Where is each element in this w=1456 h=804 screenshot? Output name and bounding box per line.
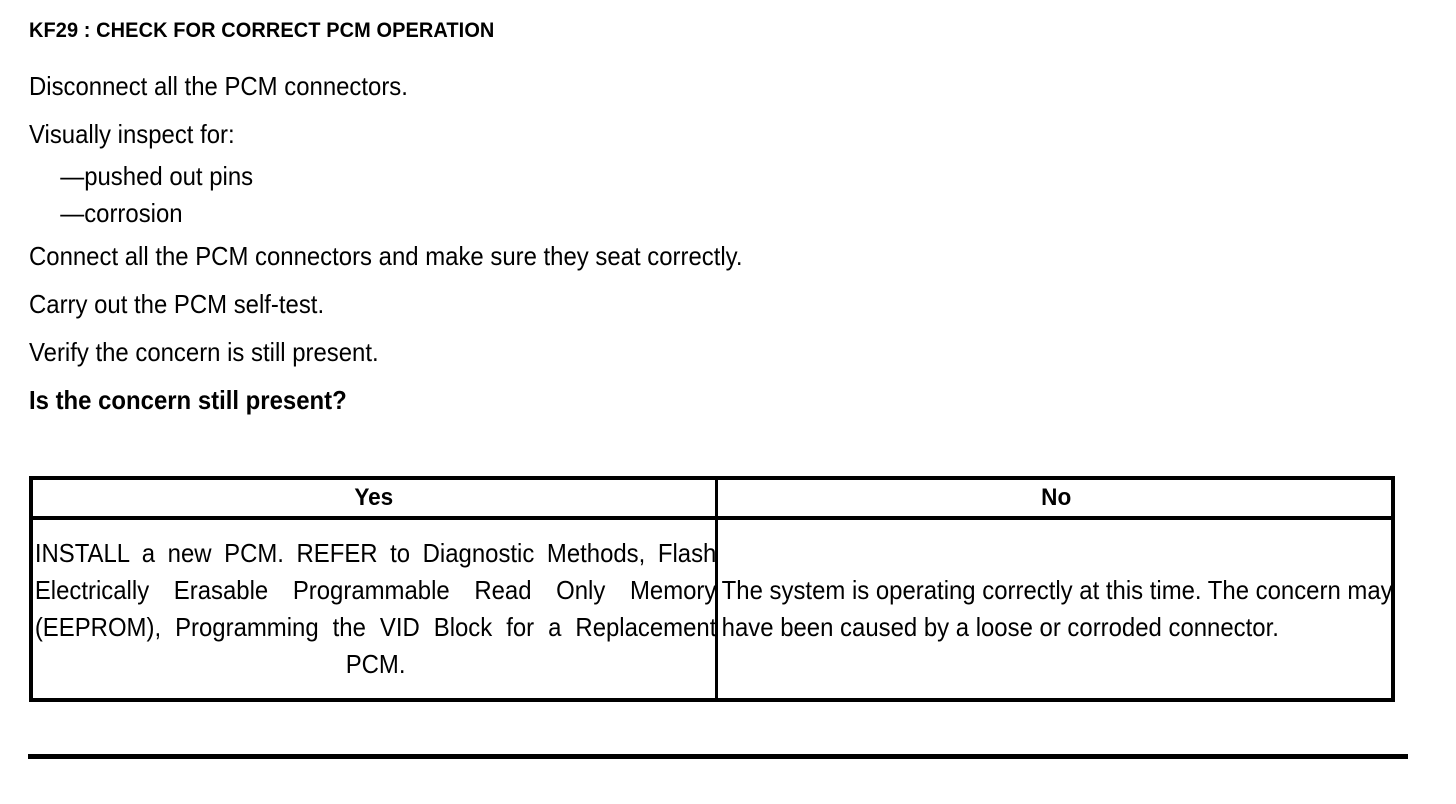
section-divider-rule xyxy=(28,754,1408,759)
procedure-step: Connect all the PCM connectors and make … xyxy=(29,241,743,271)
procedure-step: Visually inspect for: xyxy=(29,119,235,149)
decision-table: Yes No INSTALL a new PCM. REFER to Diagn… xyxy=(29,476,1395,702)
procedure-subitem: —corrosion xyxy=(60,198,183,228)
procedure-question: Is the concern still present? xyxy=(29,385,347,415)
procedure-subitem: —pushed out pins xyxy=(60,161,254,191)
procedure-step: Disconnect all the PCM connectors. xyxy=(29,71,408,101)
column-header-yes: Yes xyxy=(53,480,697,520)
cell-yes-text: INSTALL a new PCM. REFER to Diagnostic M… xyxy=(34,538,717,679)
page-title: KF29 : CHECK FOR CORRECT PCM OPERATION xyxy=(29,19,495,42)
cell-no-text: The system is operating correctly at thi… xyxy=(721,575,1393,642)
procedure-list: Disconnect all the PCM connectors. Visua… xyxy=(29,62,1409,424)
table-header-row: Yes No xyxy=(33,480,1395,520)
cell-yes-action: INSTALL a new PCM. REFER to Diagnostic M… xyxy=(33,518,718,698)
procedure-step: Carry out the PCM self-test. xyxy=(29,289,325,319)
procedure-step: Verify the concern is still present. xyxy=(29,337,379,367)
column-header-no: No xyxy=(736,480,1375,520)
cell-no-action: The system is operating correctly at thi… xyxy=(716,518,1395,698)
table-row: INSTALL a new PCM. REFER to Diagnostic M… xyxy=(33,518,1395,698)
